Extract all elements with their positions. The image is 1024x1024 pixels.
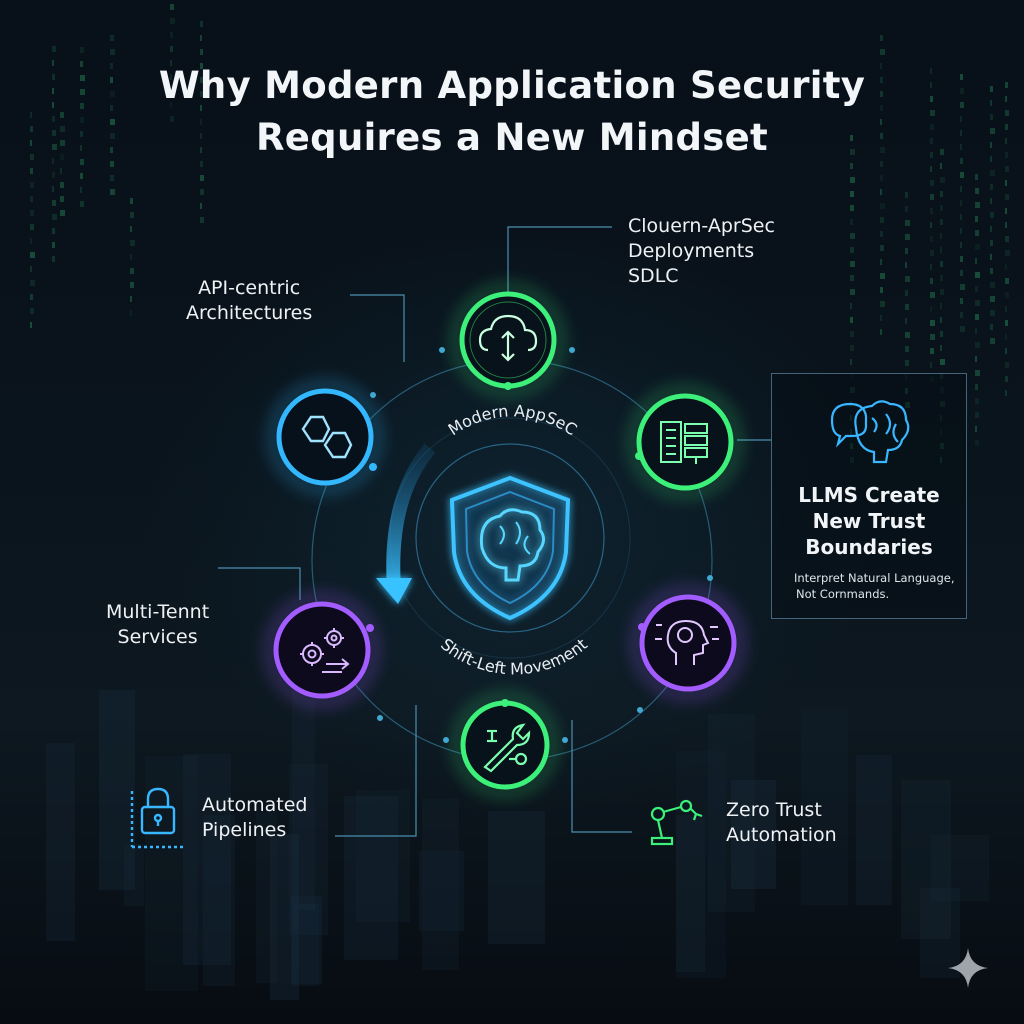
label-api-centric: API-centric Architectures	[186, 276, 312, 326]
brain-shield-icon	[452, 478, 568, 618]
label-api-line-1: API-centric	[186, 276, 312, 301]
label-multi-line-2: Services	[106, 625, 209, 650]
panel-sub-line-2: Not Cornmands.	[794, 586, 955, 602]
node-cloud	[456, 288, 560, 392]
label-zero-trust: Zero Trust Automation	[726, 798, 837, 848]
padlock-icon	[132, 789, 186, 847]
label-cloud-line-3: SDLC	[628, 264, 775, 289]
label-zero-trust-line-2: Automation	[726, 823, 837, 848]
shift-left-arrow	[376, 448, 430, 604]
sparkle-icon	[944, 944, 992, 992]
node-hexagons	[273, 385, 377, 489]
node-tools	[457, 697, 553, 793]
center-top-label: Modern AppSeC	[445, 401, 581, 439]
label-pipelines-line-1: Automated	[202, 793, 307, 818]
label-cloud-deployments: Clouern-AprSec Deployments SDLC	[628, 214, 775, 289]
brain-chat-icon	[828, 398, 912, 468]
node-ai-head	[636, 591, 740, 695]
llm-trust-panel: LLMS Create New Trust Boundaries Interpr…	[771, 373, 967, 619]
label-zero-trust-line-1: Zero Trust	[726, 798, 837, 823]
label-cloud-line-1: Clouern-AprSec	[628, 214, 775, 239]
panel-sub-line-1: Interpret Natural Language,	[794, 570, 955, 586]
label-automated-pipelines: Automated Pipelines	[202, 793, 307, 843]
panel-heading-line-2: New Trust	[772, 508, 966, 534]
panel-subtext: Interpret Natural Language, Not Cornmand…	[794, 570, 955, 602]
panel-heading-line-1: LLMS Create	[772, 482, 966, 508]
robot-arm-icon	[652, 801, 702, 844]
node-gears	[270, 598, 374, 702]
center-bottom-label: Shift-Left Movement	[437, 635, 591, 679]
label-pipelines-line-2: Pipelines	[202, 818, 307, 843]
label-cloud-line-2: Deployments	[628, 239, 775, 264]
panel-heading-line-3: Boundaries	[772, 534, 966, 560]
label-multi-tenant: Multi-Tennt Services	[106, 600, 209, 650]
label-api-line-2: Architectures	[186, 301, 312, 326]
node-server	[633, 390, 737, 494]
panel-heading: LLMS Create New Trust Boundaries	[772, 482, 966, 560]
label-multi-line-1: Multi-Tennt	[106, 600, 209, 625]
